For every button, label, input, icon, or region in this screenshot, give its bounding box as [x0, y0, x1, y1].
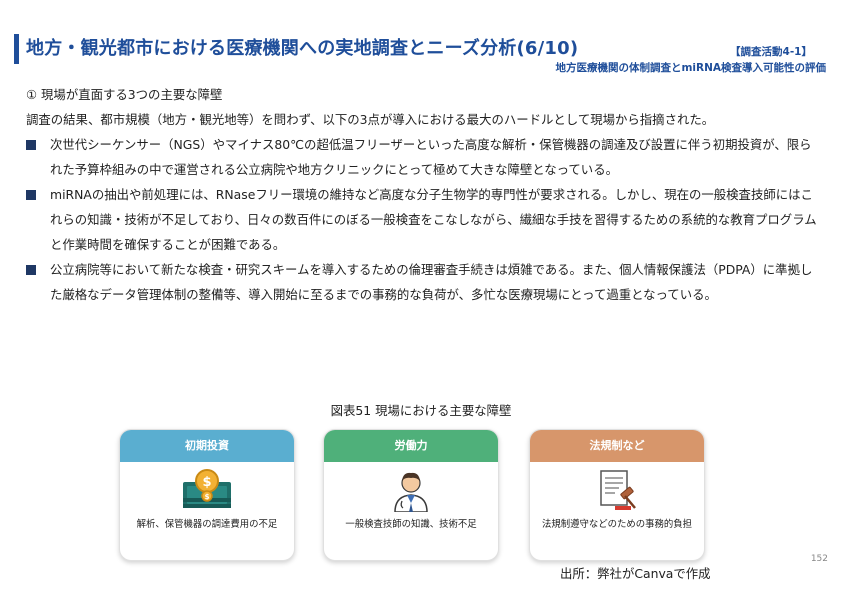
bullet-text: 公立病院等において新たな検査・研究スキームを導入するための倫理審査手続きは煩雑で…	[50, 262, 813, 302]
card-header: 労働力	[324, 430, 498, 462]
section-heading: ① 現場が直面する3つの主要な障壁	[26, 87, 223, 102]
bullet-item: 次世代シーケンサー（NGS）やマイナス80℃の超低温フリーザーといった高度な解析…	[26, 132, 818, 182]
svg-text:$: $	[202, 475, 211, 490]
bullet-text: miRNAの抽出や前処理には、RNaseフリー環境の維持など高度な分子生物学的専…	[50, 187, 817, 252]
card-header: 初期投資	[120, 430, 294, 462]
activity-tag: 【調査活動4-1】	[730, 46, 812, 58]
card-regulations: 法規制など 法規制遵守などのための事務的負担	[529, 429, 705, 561]
page-number: 152	[810, 554, 828, 564]
legal-document-icon	[530, 468, 704, 516]
square-bullet-icon	[26, 190, 36, 200]
body-text: ① 現場が直面する3つの主要な障壁 調査の結果、都市規模（地方・観光地等）を問わ…	[26, 82, 818, 307]
card-header: 法規制など	[530, 430, 704, 462]
square-bullet-icon	[26, 265, 36, 275]
money-icon: $ $	[120, 468, 294, 516]
source-note: 出所：弊社がCanvaで作成	[560, 566, 711, 581]
card-labor: 労働力 一般検査技師の知識、技術不足	[323, 429, 499, 561]
figure-caption: 図表51 現場における主要な障壁	[330, 403, 512, 418]
bullet-item: miRNAの抽出や前処理には、RNaseフリー環境の維持など高度な分子生物学的専…	[26, 182, 818, 257]
svg-text:$: $	[205, 493, 210, 501]
intro-paragraph: 調査の結果、都市規模（地方・観光地等）を問わず、以下の3点が導入における最大のハ…	[26, 112, 715, 127]
title-accent-bar	[14, 34, 19, 64]
square-bullet-icon	[26, 140, 36, 150]
bullet-text: 次世代シーケンサー（NGS）やマイナス80℃の超低温フリーザーといった高度な解析…	[50, 137, 812, 177]
page-subtitle: 地方医療機関の体制調査とmiRNA検査導入可能性の評価	[555, 62, 826, 74]
page-title: 地方・観光都市における医療機関への実地調査とニーズ分析(6/10)	[26, 38, 579, 59]
doctor-icon	[324, 468, 498, 516]
card-text: 解析、保管機器の調達費用の不足	[136, 519, 278, 530]
bullet-item: 公立病院等において新たな検査・研究スキームを導入するための倫理審査手続きは煩雑で…	[26, 257, 818, 307]
card-text: 法規制遵守などのための事務的負担	[541, 519, 692, 530]
card-text: 一般検査技師の知識、技術不足	[345, 519, 477, 530]
card-initial-investment: 初期投資 $ $ 解析、保管機器の調達費用の不足	[119, 429, 295, 561]
